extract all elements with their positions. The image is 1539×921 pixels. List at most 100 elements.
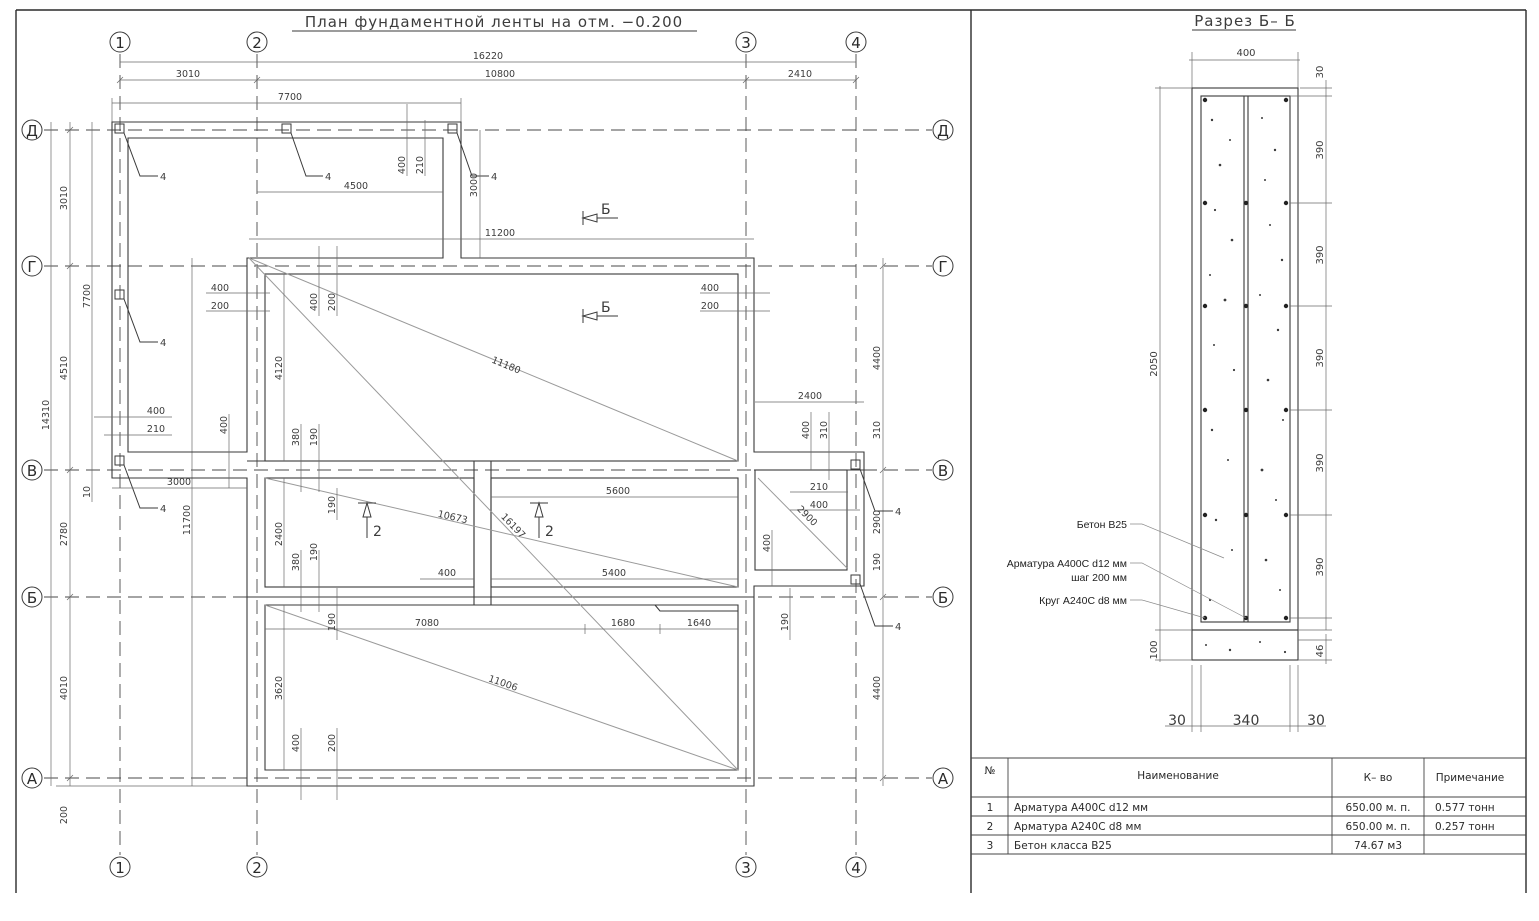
table-header-num: №	[985, 765, 996, 777]
svg-text:210: 210	[415, 156, 426, 174]
table-header-note: Примечание	[1436, 772, 1505, 784]
axis-G-left: Г	[27, 258, 36, 276]
svg-text:46: 46	[1315, 645, 1326, 658]
svg-text:340: 340	[1233, 713, 1260, 729]
svg-text:16197: 16197	[498, 512, 527, 541]
svg-text:10: 10	[82, 486, 93, 498]
svg-text:190: 190	[780, 613, 791, 631]
svg-text:400: 400	[438, 568, 456, 579]
table-row-1-name: Арматура А400С d12 мм	[1014, 802, 1148, 814]
specification-table: № Наименование К– во Примечание 1 Армату…	[971, 757, 1526, 855]
axis-4-top: 4	[851, 34, 861, 52]
svg-text:4500: 4500	[344, 181, 368, 192]
svg-text:190: 190	[872, 553, 883, 571]
svg-text:200: 200	[701, 301, 719, 312]
axis-D-right: Д	[937, 122, 949, 140]
axis-bubbles-right: Д Г В Б А	[932, 119, 954, 789]
svg-text:190: 190	[327, 496, 338, 514]
axis-B-right: Б	[938, 589, 948, 607]
table-row-2-num: 2	[987, 821, 994, 833]
axis-2-bottom: 2	[252, 859, 262, 877]
axis-1-bottom: 1	[115, 859, 125, 877]
sheet-frame	[15, 9, 1527, 893]
section-dim-width: 400	[1236, 48, 1255, 59]
axis-4-bottom: 4	[851, 859, 861, 877]
svg-text:2050: 2050	[1149, 351, 1160, 376]
svg-text:Б: Б	[601, 202, 611, 218]
table-row-3-name: Бетон класса В25	[1014, 840, 1112, 852]
table-row-2-note: 0.257 тонн	[1435, 821, 1495, 833]
svg-text:400: 400	[801, 421, 812, 439]
svg-text:11006: 11006	[487, 674, 519, 694]
table-row-1-qty: 650.00 м. п.	[1346, 802, 1411, 814]
axis-bubbles-left: Д Г В Б А	[21, 119, 43, 789]
svg-text:310: 310	[872, 421, 883, 439]
svg-text:4010: 4010	[59, 676, 70, 700]
svg-text:4510: 4510	[59, 356, 70, 380]
svg-text:10800: 10800	[485, 69, 515, 80]
svg-text:7700: 7700	[278, 92, 302, 103]
axis-3-top: 3	[741, 34, 751, 52]
svg-text:7080: 7080	[415, 618, 439, 629]
svg-text:4: 4	[895, 622, 901, 633]
section-marks: Б Б 2 2	[358, 202, 618, 540]
svg-text:1640: 1640	[687, 618, 711, 629]
table-row-2-name: Арматура А240С d8 мм	[1014, 821, 1141, 833]
grid-axes	[44, 54, 932, 855]
svg-text:400: 400	[810, 500, 828, 511]
svg-text:4: 4	[895, 507, 901, 518]
svg-text:2780: 2780	[59, 522, 70, 546]
section-title: Разрез Б– Б	[1194, 12, 1296, 30]
label-rebar-2: шаг 200 мм	[1071, 572, 1127, 584]
axis-D-left: Д	[26, 122, 38, 140]
svg-text:100: 100	[1149, 640, 1160, 659]
svg-text:200: 200	[211, 301, 229, 312]
svg-text:5600: 5600	[606, 486, 630, 497]
top-dimensions: 16220 3010 10800 2410 7700	[111, 51, 860, 122]
svg-text:30: 30	[1168, 713, 1186, 729]
svg-text:4120: 4120	[274, 356, 285, 380]
svg-text:380: 380	[291, 428, 302, 446]
svg-text:16220: 16220	[473, 51, 503, 62]
table-row-3-num: 3	[987, 840, 994, 852]
axis-G-right: Г	[938, 258, 947, 276]
svg-text:2: 2	[545, 524, 554, 540]
svg-text:3000: 3000	[167, 477, 191, 488]
svg-text:4400: 4400	[872, 346, 883, 370]
axis-B-left: Б	[27, 589, 37, 607]
svg-text:4: 4	[160, 338, 166, 349]
svg-text:400: 400	[211, 283, 229, 294]
svg-text:400: 400	[397, 156, 408, 174]
table-header-qty: К– во	[1364, 772, 1393, 784]
axis-1-top: 1	[115, 34, 125, 52]
svg-text:380: 380	[291, 553, 302, 571]
svg-text:2400: 2400	[274, 522, 285, 546]
svg-text:4: 4	[160, 172, 166, 183]
svg-text:4: 4	[491, 172, 497, 183]
svg-text:400: 400	[291, 734, 302, 752]
svg-text:4: 4	[160, 504, 166, 515]
svg-text:400: 400	[309, 293, 320, 311]
svg-text:5400: 5400	[602, 568, 626, 579]
svg-text:190: 190	[309, 428, 320, 446]
svg-text:310: 310	[819, 421, 830, 439]
label-concrete: Бетон В25	[1077, 519, 1127, 531]
svg-text:11200: 11200	[485, 228, 515, 239]
svg-text:11700: 11700	[182, 505, 193, 535]
svg-text:200: 200	[59, 806, 70, 824]
plan-title: План фундаментной ленты на отм. −0.200	[305, 13, 683, 31]
label-round: Круг А240С d8 мм	[1039, 595, 1127, 607]
svg-text:190: 190	[327, 613, 338, 631]
svg-text:210: 210	[147, 424, 165, 435]
axis-A-right: А	[938, 770, 949, 788]
svg-text:11180: 11180	[490, 355, 522, 377]
svg-text:390: 390	[1315, 453, 1326, 472]
svg-text:14310: 14310	[41, 400, 52, 430]
table-row-1-num: 1	[987, 802, 994, 814]
svg-text:3010: 3010	[59, 186, 70, 210]
svg-text:400: 400	[219, 416, 230, 434]
axis-2-top: 2	[252, 34, 262, 52]
right-dimensions: 4400 310 2900 190 4400	[872, 258, 887, 786]
axis-A-left: А	[27, 770, 38, 788]
